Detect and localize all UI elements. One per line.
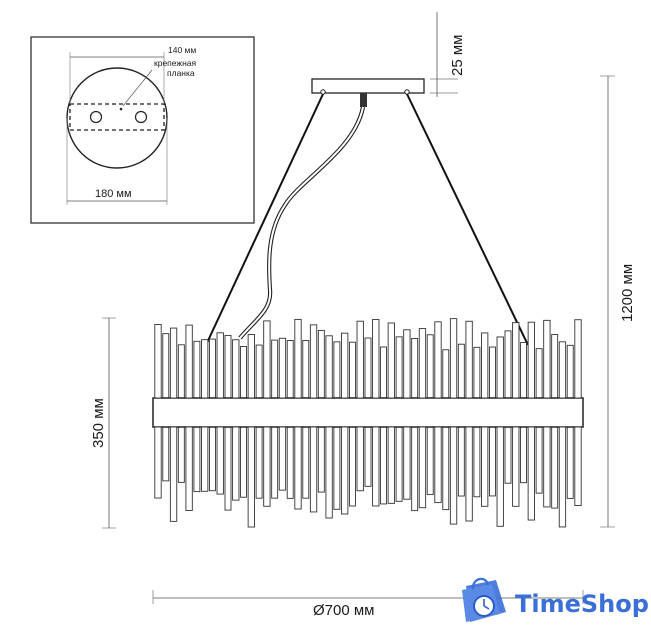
crystal-rod-upper (185, 324, 193, 399)
crystal-rod-lower (278, 426, 287, 491)
crystal-rod-lower (232, 426, 240, 501)
crystal-rod-upper (403, 329, 411, 399)
crystal-rod-upper (527, 321, 535, 399)
crystal-rod-lower (527, 426, 535, 521)
crystal-rod-upper (512, 322, 520, 399)
crystal-rod-lower (341, 426, 349, 515)
canopy-assembly (205, 78, 529, 346)
crystal-rod-lower (294, 426, 302, 510)
diam-180-label: 180 мм (95, 188, 132, 200)
diameter-label: Ø700 мм (313, 602, 375, 619)
power-cable-inner (239, 106, 364, 339)
plate-label-line1: крепежная (154, 58, 197, 68)
mounting-plate-inset: 140 мм крепежная планка 180 мм (30, 36, 255, 224)
crystal-rod (442, 349, 450, 511)
crystal-rod-upper (543, 319, 551, 399)
crystal-rod-lower (247, 426, 255, 528)
crystal-rod-upper (201, 339, 209, 399)
cable-connector (360, 93, 367, 107)
crystal-rod-upper (325, 335, 333, 399)
crystal-rod-lower (512, 426, 520, 507)
crystal-rod-upper (232, 339, 240, 399)
crystal-rod-lower (434, 426, 442, 504)
crystal-rod-upper (418, 328, 427, 399)
dimension-body-height: 350 мм (90, 317, 116, 529)
body-height-label: 350 мм (90, 398, 107, 448)
canopy-screw-left (320, 89, 326, 95)
canopy-screw-right (404, 89, 410, 95)
crystal-rod-upper (216, 332, 224, 399)
crystal-rod-upper (341, 332, 349, 399)
crystal-rod-lower (543, 426, 551, 508)
crystal-rod-upper (465, 320, 473, 399)
crystal-rod-upper (294, 318, 302, 399)
crystal-rod-lower (309, 426, 318, 513)
dimension-diameter: Ø700 мм (152, 590, 584, 619)
suspension-wire-right (406, 93, 529, 346)
frame-ring (152, 397, 584, 428)
mounting-hole-left (89, 110, 103, 124)
crystal-rod-lower (325, 426, 333, 519)
crystal-rod-upper (387, 322, 395, 399)
canopy (311, 78, 425, 94)
canopy-height-label: 25 мм (449, 35, 466, 76)
crystal-rod-lower (263, 426, 271, 507)
crystal-rod-lower (418, 426, 427, 509)
crystal-rod-upper (558, 341, 567, 399)
shopping-bag-clock-icon (462, 577, 506, 622)
crystal-rod-lower (201, 426, 209, 492)
crystal-rod-lower (465, 426, 473, 522)
crystal-rod-upper (372, 319, 380, 399)
crystal-rod-upper (449, 318, 458, 399)
dimension-total-height: 1200 мм (600, 75, 636, 528)
crystal-rod-lower (372, 426, 380, 507)
crystal-rod-lower (558, 426, 567, 528)
crystal-rod-upper (356, 320, 364, 399)
crystal-rod-upper (169, 327, 178, 399)
crystal-rod-lower (169, 426, 178, 522)
crystal-rod-lower (216, 426, 224, 495)
crystal-rod-lower (481, 426, 489, 507)
crystal-rod-lower (185, 426, 193, 511)
crystal-rod-upper (247, 334, 255, 399)
crystal-rods-front (154, 318, 582, 528)
crystal-rod-upper (263, 320, 271, 399)
crystal-rod-lower (449, 426, 458, 525)
crystal-rod-upper (434, 321, 442, 399)
crystal-rod-upper (481, 332, 489, 399)
crystal-rod-upper (278, 337, 287, 399)
suspension-wire-left (205, 93, 324, 346)
plate-label-line2: планка (167, 68, 195, 78)
logo-text: TimeShop (515, 590, 649, 618)
crystal-rod-upper (309, 324, 318, 399)
crystal-rod-lower (403, 426, 411, 500)
dimension-canopy-height: 25 мм (430, 12, 466, 97)
mounting-plate (69, 103, 165, 131)
canopy-circle (66, 67, 168, 169)
crystal-rod-upper (496, 336, 504, 399)
crystal-rod-upper (154, 324, 162, 399)
crystal-rod-lower (154, 426, 162, 499)
inset-frame (30, 36, 255, 224)
crystal-rod-upper (574, 319, 582, 399)
center-dot (119, 107, 123, 111)
total-height-label: 1200 мм (619, 264, 636, 322)
plate-callout-line (122, 69, 153, 107)
crystal-rod-lower (574, 426, 582, 506)
mounting-hole-right (134, 110, 148, 124)
crystal-rod-lower (356, 426, 364, 492)
crystal-rod-lower (496, 426, 504, 527)
crystal-rod-lower (387, 426, 395, 504)
width-140-label: 140 мм (168, 45, 196, 55)
timeshop-logo: TimeShop (462, 577, 649, 622)
